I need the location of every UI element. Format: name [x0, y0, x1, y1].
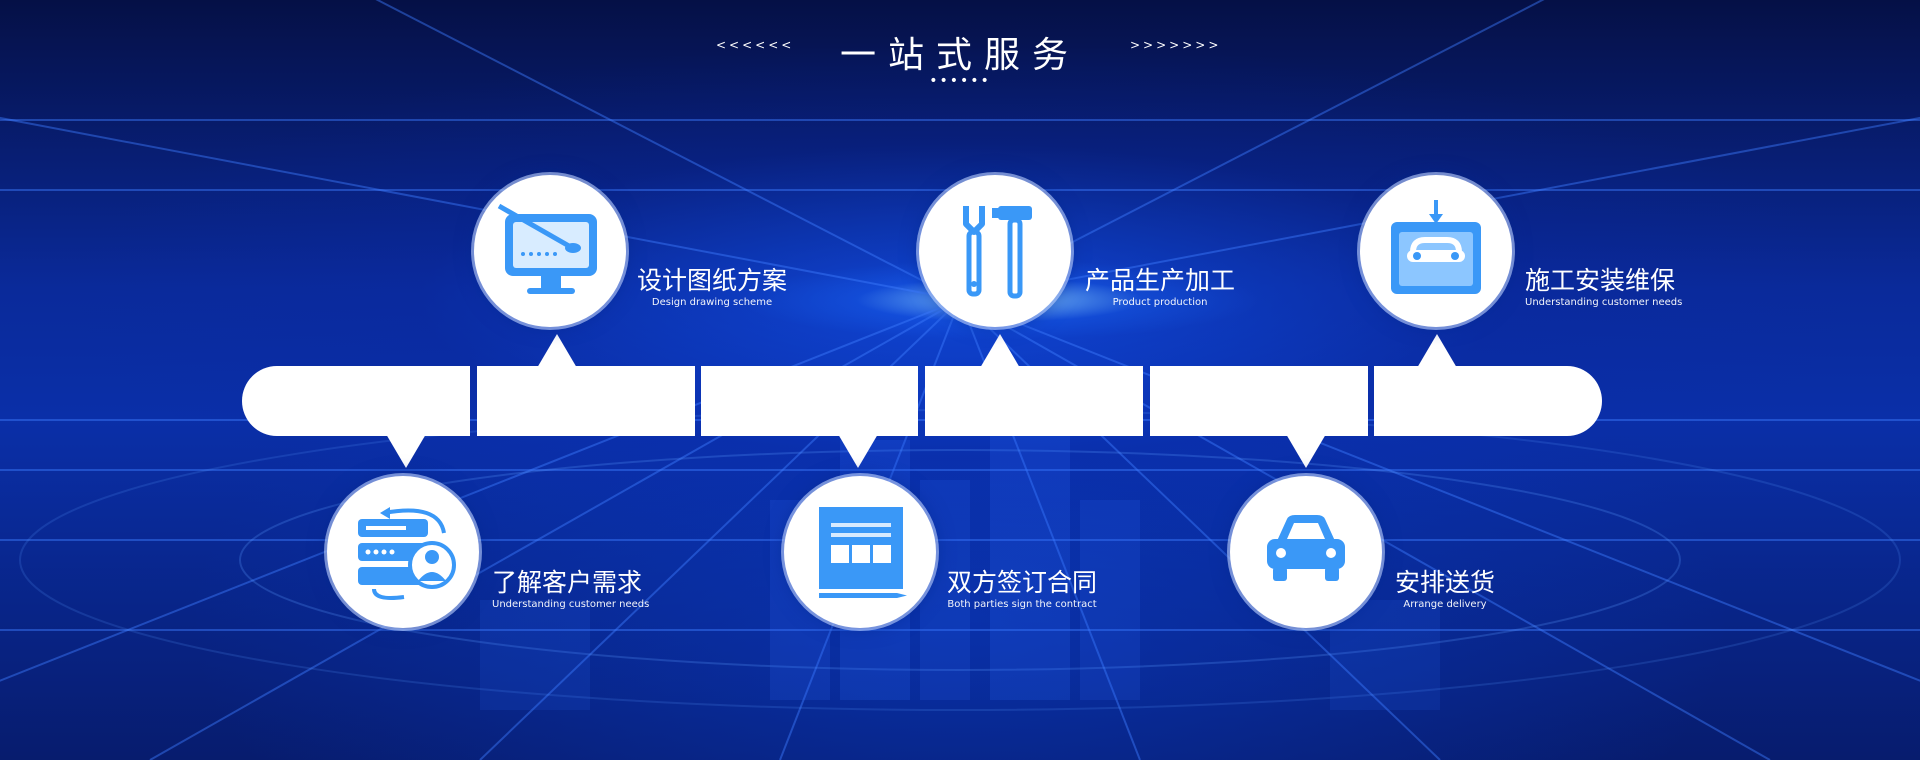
user-form-icon [358, 507, 456, 600]
monitor-design-icon [497, 203, 597, 294]
left-decorative-arrows: <<<<<< [716, 38, 795, 52]
pointer-step-1 [386, 434, 426, 468]
timeline-segment-3 [701, 366, 918, 436]
step-title-5: 安排送货 [1395, 568, 1496, 597]
step-label-5: 安排送货 Arrange delivery [1395, 568, 1495, 612]
step-label-1: 了解客户需求 Understanding customer needs [492, 568, 649, 612]
wrench-hammer-icon [963, 206, 1032, 299]
step-title-1: 了解客户需求 [492, 568, 643, 597]
contract-icon [819, 507, 907, 598]
step-subtitle-2: Design drawing scheme [651, 297, 773, 308]
step-title-3: 双方签订合同 [947, 568, 1098, 597]
timeline-segment-2 [477, 366, 695, 436]
step-label-3: 双方签订合同 Both parties sign the contract [947, 568, 1097, 612]
pointer-step-2 [537, 334, 577, 368]
right-decorative-arrows: >>>>>>> [1130, 38, 1222, 52]
pointer-step-5 [1286, 434, 1326, 468]
step-circle-3 [784, 476, 936, 628]
timeline-segment-6 [1374, 366, 1602, 436]
step-subtitle-1: Understanding customer needs [492, 599, 650, 610]
step-subtitle-5: Arrange delivery [1403, 599, 1487, 610]
step-circle-5 [1230, 476, 1382, 628]
car-icon [1267, 515, 1345, 581]
step-title-4: 产品生产加工 [1085, 266, 1236, 295]
step-title-6: 施工安装维保 [1525, 266, 1676, 295]
step-subtitle-6: Understanding customer needs [1525, 297, 1683, 308]
timeline-segment-1 [242, 366, 470, 436]
step-circle-4 [919, 175, 1071, 327]
step-subtitle-4: Product production [1112, 297, 1208, 308]
pointer-step-4 [980, 334, 1020, 368]
timeline-segment-4 [925, 366, 1143, 436]
step-label-4: 产品生产加工 Product production [1085, 266, 1235, 310]
toolbox-icon [1391, 200, 1481, 294]
step-circle-6 [1360, 175, 1512, 327]
step-subtitle-3: Both parties sign the contract [947, 599, 1097, 610]
step-circle-2 [474, 175, 626, 327]
step-circle-1 [327, 476, 479, 628]
section-header: <<<<<< 一站式服务 >>>>>>> •••••• [0, 20, 1920, 100]
pointer-step-3 [838, 434, 878, 468]
step-label-6: 施工安装维保 Understanding customer needs [1525, 266, 1682, 310]
page-title: 一站式服务 [839, 35, 1080, 76]
step-title-2: 设计图纸方案 [637, 266, 788, 295]
step-label-2: 设计图纸方案 Design drawing scheme [637, 266, 787, 310]
timeline-segment-5 [1150, 366, 1368, 436]
title-dots: •••••• [929, 73, 991, 89]
pointer-step-6 [1417, 334, 1457, 368]
